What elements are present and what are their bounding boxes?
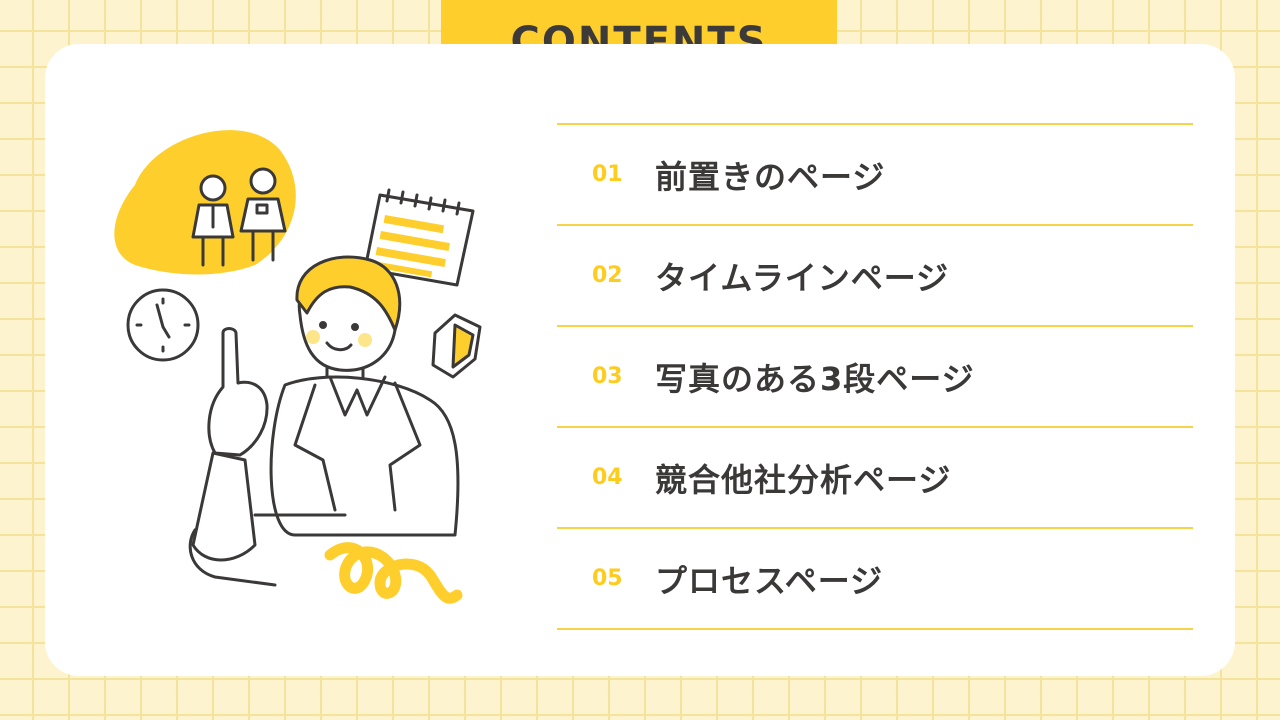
list-item[interactable]: 02 タイムラインページ xyxy=(557,226,1193,327)
item-label: プロセスページ xyxy=(655,561,884,600)
pointing-man-illustration xyxy=(188,255,460,587)
list-item[interactable]: 05 プロセスページ xyxy=(557,529,1193,630)
item-label: 競合他社分析ページ xyxy=(655,460,952,499)
item-label: 前置きのページ xyxy=(655,157,886,196)
item-number: 05 xyxy=(592,566,623,591)
squiggle-icon xyxy=(324,542,463,604)
calendar-icon xyxy=(363,188,475,287)
item-number: 02 xyxy=(592,263,623,288)
list-item[interactable]: 04 競合他社分析ページ xyxy=(557,428,1193,529)
yellow-blob xyxy=(114,130,296,275)
item-label: タイムラインページ xyxy=(655,258,950,297)
item-label: 写真のある3段ページ xyxy=(655,359,975,398)
list-item[interactable]: 03 写真のある3段ページ xyxy=(557,327,1193,428)
illustration xyxy=(114,130,482,604)
item-number: 03 xyxy=(592,364,623,389)
item-number: 04 xyxy=(592,465,623,490)
beginner-mark-icon xyxy=(431,313,482,379)
contents-list: 01 前置きのページ 02 タイムラインページ 03 写真のある3段ページ 04… xyxy=(557,123,1193,630)
list-item[interactable]: 01 前置きのページ xyxy=(557,125,1193,226)
business-people-icon xyxy=(191,167,287,267)
item-number: 01 xyxy=(592,162,623,187)
clock-icon xyxy=(126,288,200,362)
